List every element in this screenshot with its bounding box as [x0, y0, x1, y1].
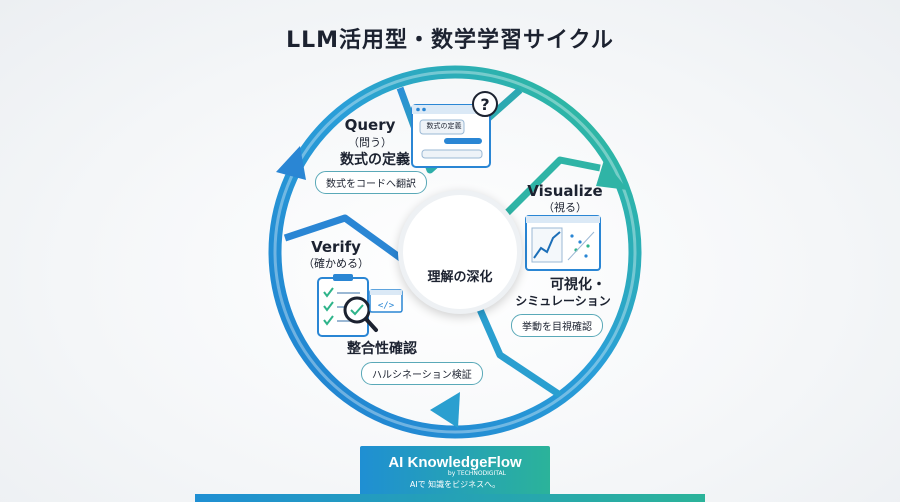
divider-left — [283, 214, 409, 265]
chart-icon — [525, 215, 601, 271]
footer-brand: AI KnowledgeFlow — [388, 454, 522, 471]
svg-text:?: ? — [480, 95, 489, 114]
magnifier-icon — [343, 296, 378, 332]
visualize-title: Visualize — [527, 182, 603, 200]
verify-title: Verify — [311, 238, 361, 256]
footer-by: by TECHNODIGITAL — [447, 470, 506, 477]
outer-ring — [268, 65, 642, 439]
verify-step-label: 整合性確認 — [347, 341, 417, 357]
ring-arrow-bottom — [430, 392, 460, 428]
divider-bottom — [474, 303, 562, 398]
query-bubble-text: 数式の定義 — [426, 122, 462, 130]
bottom-bar — [195, 494, 705, 502]
center-hub: 理解の深化 — [398, 190, 522, 314]
query-pill: 数式をコードへ翻訳 — [315, 171, 427, 194]
visualize-sub: （視る） — [543, 201, 587, 214]
svg-text:</>: </> — [378, 301, 395, 311]
page-title: LLM活用型・数学学習サイクル — [286, 28, 614, 53]
visualize-step-label-1: 可視化・ — [550, 277, 606, 293]
visualize-pill: 挙動を目視確認 — [511, 314, 603, 337]
code-icon: </> — [369, 289, 403, 313]
query-title: Query — [344, 116, 396, 134]
center-label: 理解の深化 — [427, 270, 493, 285]
query-sub: （問う） — [348, 136, 392, 149]
visualize-step-label-2: シミュレーション — [515, 294, 611, 308]
question-icon: ? — [472, 91, 498, 117]
ring-arrow-top-left — [276, 146, 306, 180]
footer-tagline: AIで 知識をビジネスへ。 — [409, 480, 501, 489]
footer-banner: AI KnowledgeFlow by TECHNODIGITAL AIで 知識… — [360, 446, 550, 502]
chat-window-icon — [411, 104, 491, 168]
query-step-label: 数式の定義 — [340, 152, 410, 168]
verify-pill: ハルシネーション検証 — [361, 362, 483, 385]
divider-right — [497, 156, 601, 223]
ring-arrow-right — [596, 160, 628, 190]
verify-sub: （確かめる） — [303, 257, 369, 270]
